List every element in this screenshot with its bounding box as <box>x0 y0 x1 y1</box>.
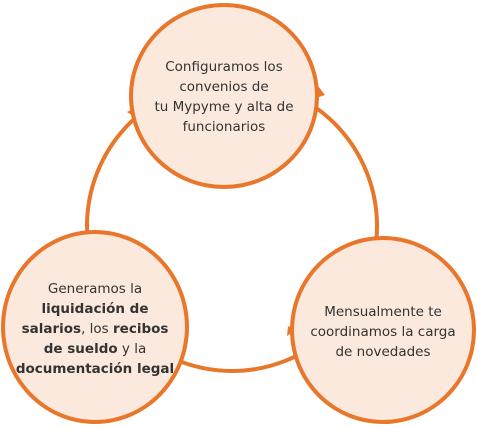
generate-liquidation: liquidación de <box>41 301 149 317</box>
generate-receipts: recibos <box>113 321 169 337</box>
generate-intro: Generamos la <box>47 281 143 297</box>
step-coordinate-node: Mensualmente te coordinamos la carga de … <box>290 236 476 424</box>
generate-salary-word: de sueldo <box>43 341 118 357</box>
generate-salaries: salarios <box>21 321 82 337</box>
generate-connector-1: , los <box>81 321 109 337</box>
generate-connector-2: y la <box>117 341 147 357</box>
step-coordinate-text: Mensualmente te coordinamos la carga de … <box>310 304 456 360</box>
generate-legal-docs: documentación legal <box>15 361 175 377</box>
step-configure-node: Configuramos los convenios de tu Mypyme … <box>129 3 319 189</box>
step-configure-text: Configuramos los convenios de tu Mypyme … <box>154 59 294 135</box>
